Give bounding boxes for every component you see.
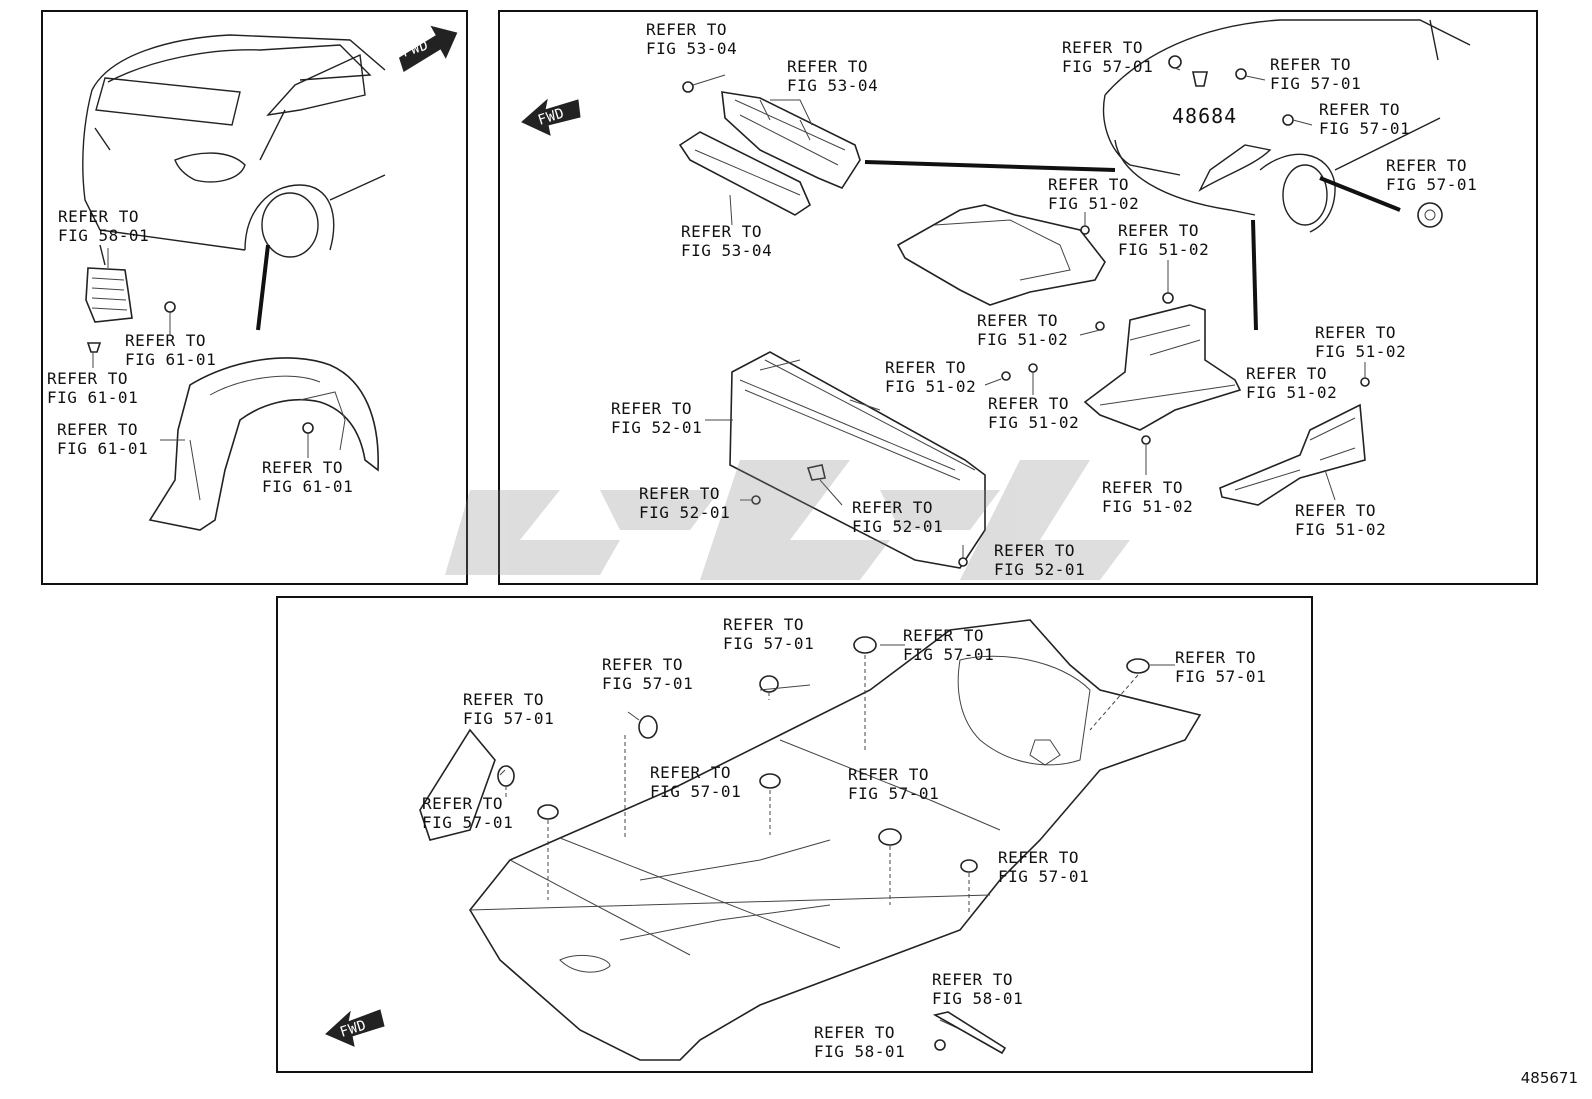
watermark-logo <box>445 460 1130 580</box>
diagram-code: 485671 <box>1520 1069 1578 1087</box>
strip-part <box>932 1011 1007 1055</box>
leader-heavy-r3 <box>1319 176 1401 212</box>
side-skirt-part <box>419 728 496 841</box>
leader-r6 <box>705 419 964 558</box>
leader-b <box>499 644 1175 1051</box>
leader-b-dashed <box>505 655 1139 915</box>
panel-left <box>41 10 468 585</box>
fwd-arrow-icon <box>521 98 581 136</box>
clip-r3 <box>1282 114 1294 126</box>
engine-under-cover-part <box>896 204 1106 306</box>
floor-under-cover-part <box>469 619 1202 1061</box>
leader-r5 <box>1324 362 1366 501</box>
leader-heavy-r1 <box>864 160 1116 172</box>
part-number: 48684 <box>1172 104 1238 128</box>
center-under-cover-part <box>1001 292 1242 445</box>
fwd-arrow-icon <box>325 1009 385 1047</box>
radiator-support-part <box>678 81 861 216</box>
clip-1 <box>164 301 176 313</box>
panel-bottom <box>276 596 1313 1073</box>
clip-48684 <box>1192 71 1208 87</box>
leader-heavy-r2 <box>1251 219 1258 331</box>
bumper-lower-part <box>729 351 986 569</box>
car-rear-outline <box>82 34 386 258</box>
grommets-bottom <box>497 636 1150 873</box>
leader-r4 <box>984 260 1169 475</box>
panel-right <box>498 10 1538 585</box>
grommet-r <box>1417 202 1443 228</box>
fwd-arrow-icon <box>398 25 458 72</box>
clip-r2 <box>1235 68 1247 80</box>
side-under-cover-part <box>1219 377 1370 506</box>
leader-heavy-left <box>256 244 270 331</box>
mud-flap-part <box>85 244 133 323</box>
leader-r1 <box>692 74 813 226</box>
clip-b <box>934 1039 946 1051</box>
clip-2 <box>86 342 102 353</box>
car-front-outline <box>1102 19 1471 233</box>
clip-r1 <box>1168 55 1182 69</box>
leader-r2 <box>1174 67 1313 126</box>
fender-liner-part <box>148 357 379 531</box>
